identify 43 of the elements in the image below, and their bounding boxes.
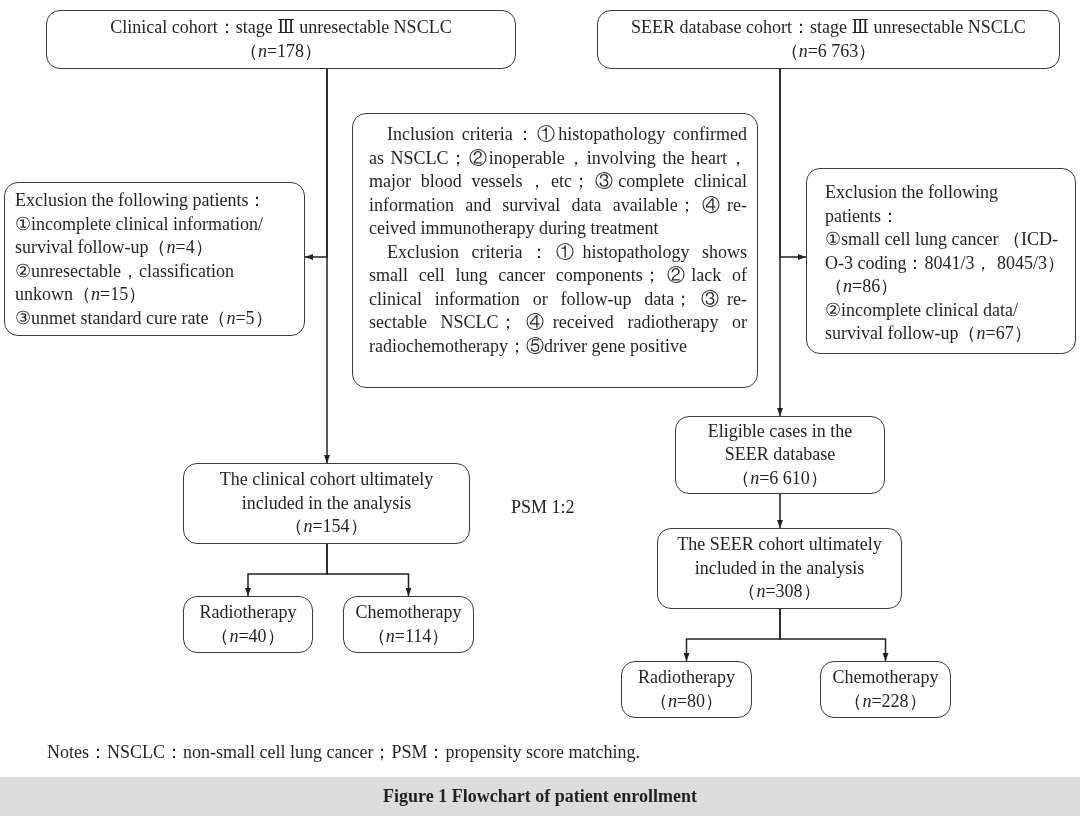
arrow — [326, 543, 412, 597]
exclusion-item: ①incomplete clinical information/ survival follow-up（n=4） — [15, 212, 264, 259]
patient-count: （n=154） — [285, 515, 368, 539]
criteria-text: Inclusion criteria：①histopathology confirmed as NSCLC；②inoperable，involving the heart，major blood vessels，etc；③complete clinical information and survival data available；④re-ceived immunotherapy during treatment — [369, 123, 747, 240]
box-text: Radiotherapy — [199, 601, 297, 624]
exclusion-heading: Exclusion the following patients： — [15, 189, 268, 212]
exclusion-item: ②incomplete clinical data/ survival follow-up（n=67） — [825, 298, 1033, 345]
process-box — [183, 463, 470, 544]
patient-count: （n=40） — [211, 624, 285, 648]
criteria-box — [352, 113, 758, 388]
patient-count: （n=114） — [367, 624, 450, 648]
arrow — [324, 68, 330, 464]
box-heading: Clinical cohort：stage Ⅲ unresectable NSCLC — [110, 16, 452, 39]
exclusion-box — [4, 182, 305, 336]
exclusion-box — [806, 168, 1076, 354]
treatment-box — [343, 596, 474, 653]
arrow — [777, 493, 783, 529]
patient-count: （n=80） — [649, 689, 724, 713]
criteria-text: Exclusion criteria：①histopathology shows small cell lung cancer components；②lack of clinical information or follow-up data；③re-sectable NSCLC；④received radiotherapy or radiochemotherapy；⑤driver gene positive — [369, 240, 747, 358]
patient-count: （n=6 610） — [732, 466, 828, 490]
cohort-box — [597, 10, 1060, 69]
footnote: Notes：NSCLC：non-small cell lung cancer；PSM：propensity score matching. — [47, 741, 640, 764]
patient-count: （n=308） — [738, 580, 821, 604]
treatment-box — [183, 596, 313, 653]
patient-count: （n=228） — [844, 689, 927, 713]
psm-ratio-label: PSM 1:2 — [511, 496, 575, 519]
exclusion-item: ①small cell lung cancer （ICD-O-3 coding：8041/3， 8045/3）（n=86） — [825, 228, 1065, 298]
box-text: Chemotherapy — [832, 666, 939, 689]
exclusion-item: ③unmet standard cure rate（n=5） — [15, 306, 274, 330]
box-text: Chemotherapy — [355, 601, 462, 624]
cohort-box — [46, 10, 516, 69]
arrow — [779, 608, 889, 662]
process-box — [675, 416, 885, 494]
exclusion-heading: Exclusion the following patients： — [825, 181, 999, 228]
arrow — [777, 68, 783, 417]
patient-count: （n=6 763） — [780, 39, 877, 63]
patient-count: （n=178） — [239, 39, 323, 63]
box-text: Radiotherapy — [638, 666, 735, 689]
process-box — [657, 528, 902, 609]
treatment-box — [820, 661, 951, 718]
figure-caption: Figure 1 Flowchart of patient enrollment — [383, 784, 697, 808]
treatment-box — [621, 661, 752, 718]
box-heading: SEER database cohort：stage Ⅲ unresectable NSCLC — [631, 16, 1026, 39]
